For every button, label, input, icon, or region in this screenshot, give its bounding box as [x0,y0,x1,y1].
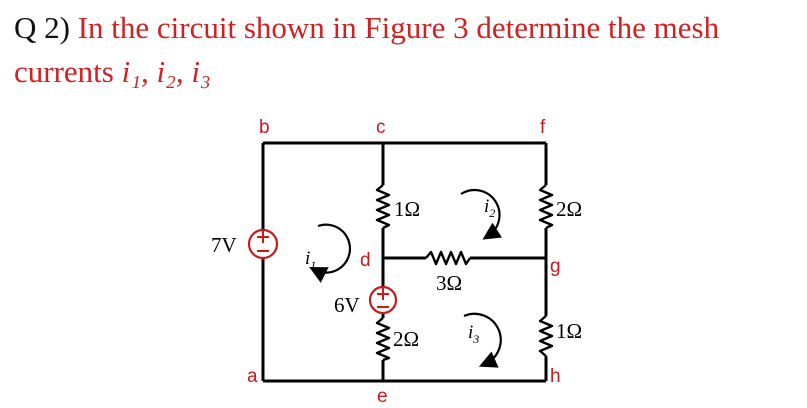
resistor-label-de: 2Ω [393,327,419,351]
i2-subscript: 2 [489,206,495,220]
resistor-gh-zigzag [538,315,554,357]
i3-subscript: 3 [472,332,479,346]
mesh-current-i1-label: i1 [305,248,316,272]
mesh-current-i3-arrow [463,312,502,368]
mesh-current-i2-arrow [460,189,503,240]
wires [261,141,548,383]
question-variables: i₁, i₂, i₃ [121,54,211,89]
i1-symbol: i [305,248,310,269]
node-label-h: h [550,366,561,387]
source-label-6v: 6V [334,293,360,317]
resistor-label-dg: 3Ω [436,271,462,295]
resistor-dg-zigzag [425,250,471,266]
node-label-f: f [540,117,546,138]
voltage-source-6v [368,285,398,315]
question-number: Q 2) [14,10,70,45]
node-label-c: c [376,117,386,138]
node-label-g: g [550,256,561,277]
question-text: Q 2) In the circuit shown in Figure 3 de… [14,6,804,94]
i2-symbol: i [484,196,489,217]
resistor-de-zigzag [375,317,391,362]
resistor-label-cd: 1Ω [394,197,420,221]
resistor-cd-zigzag [375,184,391,230]
resistor-label-fg: 2Ω [556,197,582,221]
mesh-current-i3-label: i3 [468,322,479,346]
resistor-fg-zigzag [538,184,554,230]
i1-subscript: 1 [310,258,316,272]
question-body: In the circuit shown in Figure 3 determi… [14,10,720,89]
mesh-current-i2-label: i2 [484,196,495,220]
node-label-a: a [247,366,258,387]
node-label-e: e [377,386,388,407]
voltage-source-7v [247,228,279,260]
i3-symbol: i [468,322,473,343]
source-label-7v: 7V [211,233,237,257]
node-label-b: b [259,117,270,138]
mesh-current-i1-arrow [309,223,351,283]
resistor-label-gh: 1Ω [556,319,582,343]
node-label-d: d [360,250,371,271]
